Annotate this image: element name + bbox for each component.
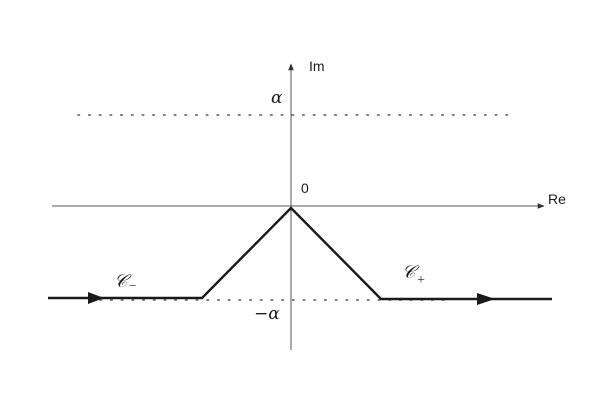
origin-label: 0	[301, 180, 309, 196]
real-axis-label: Re	[548, 191, 566, 207]
left-contour-label: 𝒞−	[114, 271, 137, 293]
right-contour-label: 𝒞+	[402, 262, 426, 288]
contour-path	[48, 206, 552, 301]
right-contour-direction-arrow	[477, 293, 495, 305]
left-contour-subscript: −	[128, 278, 137, 293]
upper-level-label: α	[271, 88, 283, 108]
right-contour-subscript: +	[416, 273, 425, 288]
imaginary-axis-label: Im	[309, 58, 325, 74]
left-contour-direction-arrow	[88, 292, 104, 304]
lower-level-label: −α	[254, 304, 280, 324]
